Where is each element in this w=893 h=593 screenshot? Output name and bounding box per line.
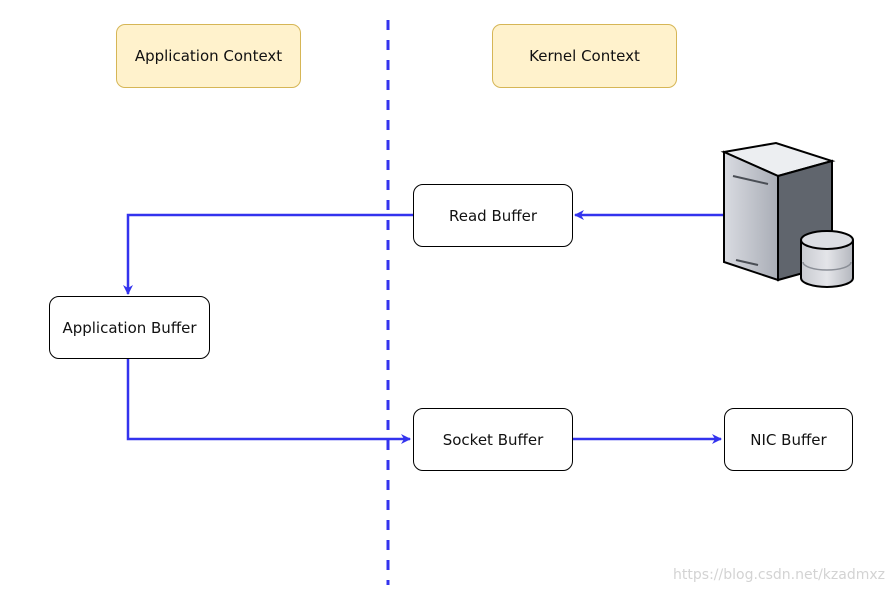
application-buffer-label: Application Buffer: [62, 318, 197, 337]
watermark-text: https://blog.csdn.net/kzadmxz: [673, 567, 885, 583]
server-disk-icon: [720, 141, 854, 288]
kernel-context-label: Kernel Context: [492, 24, 677, 88]
application-context-label: Application Context: [116, 24, 301, 88]
application-context-text: Application Context: [134, 47, 283, 65]
application-buffer-node: Application Buffer: [49, 296, 210, 359]
nic-buffer-label: NIC Buffer: [750, 430, 827, 449]
read-buffer-label: Read Buffer: [449, 206, 537, 225]
socket-buffer-node: Socket Buffer: [413, 408, 573, 471]
read-buffer-node: Read Buffer: [413, 184, 573, 247]
arrow-application-to-socket-buffer: [126, 359, 411, 444]
socket-buffer-label: Socket Buffer: [442, 430, 544, 449]
nic-buffer-node: NIC Buffer: [724, 408, 853, 471]
kernel-context-text: Kernel Context: [529, 47, 640, 65]
arrow-read-to-application-buffer: [123, 213, 413, 295]
